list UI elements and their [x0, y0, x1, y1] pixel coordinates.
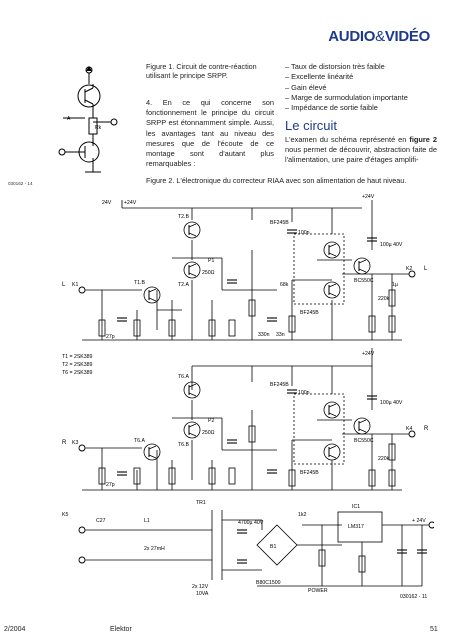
part-label: IC1 — [352, 504, 360, 510]
bullet-item: – Marge de surmodulation importante — [285, 92, 408, 102]
figure2-caption: Figure 2. L'électronique du correcteur R… — [146, 176, 407, 185]
paragraph-text: L'examen du schéma représenté en — [285, 135, 410, 144]
part-label: T2.A — [178, 282, 189, 288]
figure1-caption: Figure 1. Circuit de contre-réaction uti… — [146, 62, 257, 81]
part-label: P2 — [208, 418, 214, 424]
transistor-spec: T1 = 2SK389 — [62, 354, 93, 360]
supply-label: 24V — [102, 200, 112, 206]
part-label: TR1 — [196, 500, 206, 506]
value-label: 4700µ 40V — [238, 520, 264, 526]
footer-issue: 2/2004 — [4, 626, 26, 633]
value-label: 27p — [106, 482, 115, 488]
part-label: T6.B — [178, 442, 189, 448]
part-label: T1.B — [134, 280, 145, 286]
part-label: BF245B — [300, 470, 319, 476]
body-paragraph-left: 4. En ce qui concerne son fonctionnement… — [146, 98, 274, 169]
logo-text-audio: AUDIO — [328, 28, 376, 45]
transistor-spec: T6 = 2SK389 — [62, 370, 93, 376]
bullet-item: – Impédance de sortie faible — [285, 103, 378, 113]
part-label: BC550C — [354, 438, 374, 444]
part-label: BC550C — [354, 278, 374, 284]
supply-label: +24V — [362, 194, 375, 200]
part-label: T6.A — [134, 438, 145, 444]
part-label: 2x 12V — [192, 584, 209, 590]
logo-text-video: VIDÉO — [384, 28, 430, 45]
figure-reference: figure 2 — [409, 135, 437, 144]
part-label: P1 — [208, 258, 214, 264]
part-label: T6.A — [178, 374, 189, 380]
supply-label: +24V — [362, 351, 375, 357]
bullet-item: – Taux de distorsion très faible — [285, 62, 385, 71]
channel-label: L — [424, 266, 428, 272]
part-label: B1 — [270, 544, 276, 550]
figure1-code: 030162 - 14 — [8, 181, 33, 186]
footer-magazine: Elektor — [110, 626, 132, 633]
figure2-code: 030162 - 11 — [400, 594, 427, 600]
section-title: Le circuit — [285, 118, 338, 133]
transistor-spec: T2 = 2SK389 — [62, 362, 93, 368]
part-label: BF245B — [270, 220, 289, 226]
connector-label: K2 — [406, 266, 412, 272]
value-label: 100µ 40V — [380, 242, 403, 248]
supply-label: + 24V — [412, 518, 426, 524]
value-label: 220k — [378, 296, 390, 302]
svg-text:Rk: Rk — [95, 125, 102, 131]
part-label: T2.B — [178, 214, 189, 220]
value-label: 33n — [276, 332, 285, 338]
value-label: 330n — [258, 332, 270, 338]
magazine-section-logo: AUDIO&VIDÉO — [328, 28, 430, 45]
value-label: 100µ 40V — [380, 400, 403, 406]
connector-label: K3 — [72, 440, 78, 446]
value-label: 2x 27mH — [144, 546, 165, 552]
part-label: BF245B — [270, 382, 289, 388]
bullet-item: – Excellente linéarité — [285, 72, 354, 82]
part-label: 10VA — [196, 591, 209, 597]
channel-label: R — [424, 426, 429, 432]
svg-text:A: A — [67, 116, 71, 122]
channel-label: R — [62, 440, 67, 446]
part-label: B80C1500 — [256, 580, 281, 586]
part-label: L1 — [144, 518, 150, 524]
logo-ampersand: & — [375, 28, 385, 45]
feature-bullet-list: – Taux de distorsion très faible – Excel… — [285, 62, 435, 113]
value-label: 250Ω — [202, 430, 215, 436]
bullet-item: – Gain élevé — [285, 82, 327, 92]
part-label: BF245B — [300, 310, 319, 316]
value-label: 250Ω — [202, 270, 215, 276]
connector-label: K4 — [406, 426, 412, 432]
supply-label: +24V — [124, 200, 137, 206]
value-label: 68k — [280, 282, 289, 288]
value-label: 1k2 — [298, 512, 306, 518]
value-label: 220k — [378, 456, 390, 462]
value-label: 100n — [298, 230, 310, 236]
footer-page-number: 51 — [430, 626, 438, 633]
figure2-schematic: 24V +24V +24V +24V + 24V L K1 K2 L R K3 … — [62, 194, 434, 600]
channel-label: L — [62, 282, 66, 288]
value-label: 1µ — [392, 282, 398, 288]
figure1-schematic: A Rk — [58, 66, 118, 173]
value-label: 27p — [106, 334, 115, 340]
value-label: 100n — [298, 390, 310, 396]
part-label: K5 — [62, 512, 68, 518]
part-label: C27 — [96, 518, 106, 524]
part-label: LM317 — [348, 524, 364, 530]
connector-label: K1 — [72, 282, 78, 288]
body-paragraph-right: L'examen du schéma représenté en figure … — [285, 135, 437, 166]
part-label: POWER — [308, 588, 328, 594]
paragraph-text: nous permet de découvrir, abstraction fa… — [285, 145, 437, 165]
